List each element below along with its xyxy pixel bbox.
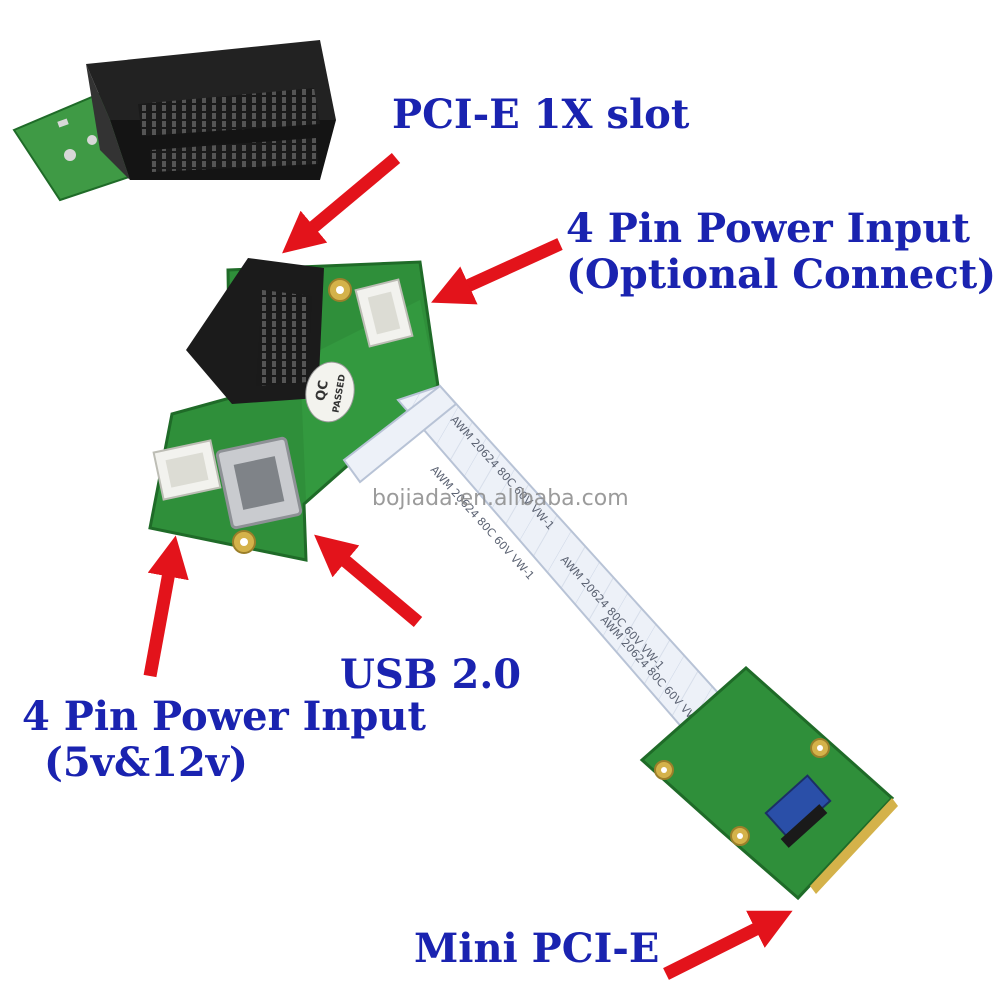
ffc-connector-latch: [780, 804, 828, 848]
mounting-hole: [817, 745, 823, 751]
adapter-pcb-shade: [300, 300, 436, 500]
arrow-pcie-slot: [282, 153, 401, 254]
arrow-optional-power: [431, 238, 563, 305]
board-pcie-slot-pins: [256, 290, 312, 386]
mini-pcie-pcb: [639, 665, 895, 901]
qc-mark: QC: [313, 379, 331, 402]
pcie-slot-opening: [138, 88, 320, 136]
arrow-main-power: [143, 535, 189, 678]
usb-port-inner: [233, 456, 285, 510]
ffc-print: AWM 20624 80C 60V VW-1: [558, 553, 667, 672]
label-main-power-line1: 4 Pin Power Input: [22, 693, 426, 740]
mounting-hole: [737, 833, 743, 839]
riser-component: [87, 135, 97, 145]
callout-arrows: [143, 153, 793, 980]
riser-component: [64, 149, 76, 161]
mini-pcie-gold-edge: [810, 798, 898, 894]
adapter-board: QC PASSED: [148, 258, 440, 562]
label-optional-power: 4 Pin Power Input (Optional Connect): [566, 206, 996, 298]
optional-power-header-slot: [367, 291, 401, 335]
riser-component: [57, 118, 69, 128]
arrow-mini-pcie: [663, 910, 793, 980]
main-power-header-slot: [165, 452, 209, 488]
label-usb: USB 2.0: [340, 651, 522, 698]
label-mini-pcie: Mini PCI-E: [414, 925, 660, 972]
pcie-slot-opening-lower: [150, 138, 318, 172]
mounting-hole: [336, 286, 344, 294]
label-optional-power-line2: (Optional Connect): [566, 251, 997, 298]
mounting-hole: [661, 767, 667, 773]
mini-pcie-card: [639, 665, 898, 901]
arrow-usb: [314, 534, 423, 627]
mounting-hole: [240, 538, 248, 546]
ffc-ribbon-join: [342, 384, 458, 484]
watermark: bojiada.en.alibaba.com: [372, 486, 629, 511]
label-main-power: 4 Pin Power Input (5v&12v): [22, 694, 426, 786]
label-pcie-slot: PCI-E 1X slot: [392, 91, 690, 138]
pcie-slot-riser-photo: [12, 40, 336, 202]
qc-sticker-shape: [305, 361, 355, 423]
qc-passed-sticker: QC PASSED: [305, 361, 355, 423]
pcie-slot-side: [86, 64, 130, 180]
label-main-power-line2: (5v&12v): [44, 739, 248, 786]
label-optional-power-line1: 4 Pin Power Input: [566, 205, 970, 252]
